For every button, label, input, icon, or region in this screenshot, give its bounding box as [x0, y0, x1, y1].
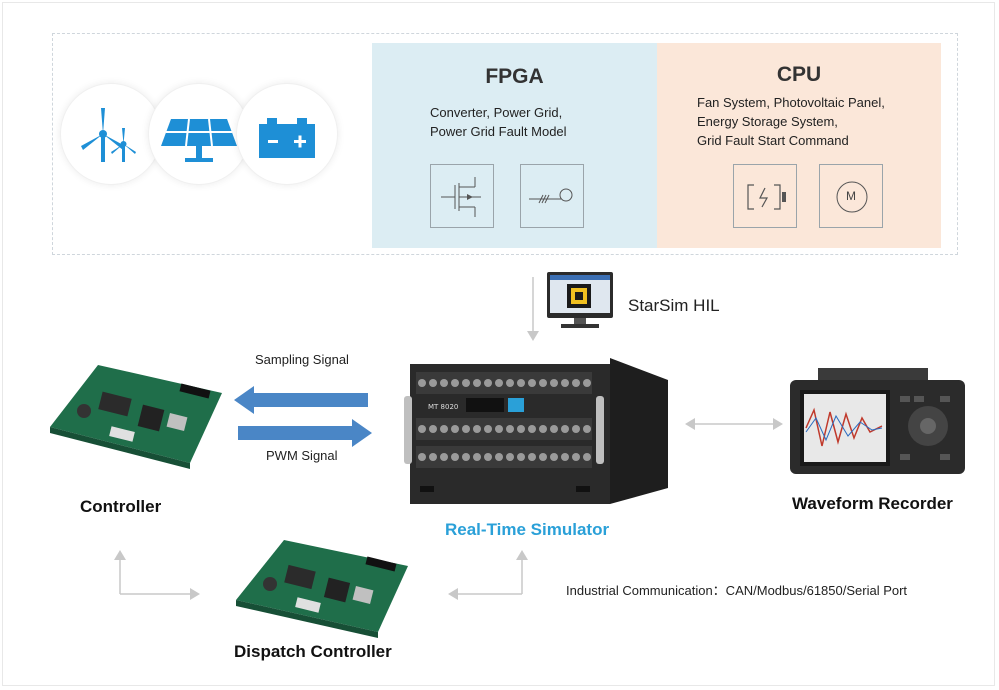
fpga-title: FPGA: [485, 65, 544, 88]
bnc-connector: [550, 379, 558, 387]
bnc-connector: [550, 425, 558, 433]
bnc-connector: [539, 379, 547, 387]
computer-icon: [547, 272, 613, 328]
sampling-signal-arrow: [234, 386, 368, 414]
bnc-connector: [528, 425, 536, 433]
motor-symbol: M: [819, 164, 883, 228]
bnc-connector: [495, 379, 503, 387]
bnc-connector: [506, 425, 514, 433]
solar-circle: [148, 83, 250, 185]
recorder-link-arrow: [685, 418, 783, 430]
bnc-connector: [539, 425, 547, 433]
bnc-connector: [418, 379, 426, 387]
battery-icon: [259, 118, 315, 158]
bnc-connector: [462, 453, 470, 461]
bnc-connector: [451, 379, 459, 387]
solar-panel-icon: [161, 118, 237, 162]
bnc-connector: [550, 453, 558, 461]
motor-letter: M: [846, 189, 856, 203]
fpga-description: Converter, Power Grid, Power Grid Fault …: [430, 103, 567, 141]
bnc-connector: [451, 453, 459, 461]
waveform-recorder-image: [790, 368, 965, 474]
battery-symbol: [733, 164, 797, 228]
bnc-connector: [473, 379, 481, 387]
cpu-description: Fan System, Photovoltaic Panel, Energy S…: [697, 93, 885, 150]
communication-label: Industrial Communication：CAN/Modbus/6185…: [566, 583, 908, 598]
bnc-connector: [451, 425, 459, 433]
bnc-connector: [484, 425, 492, 433]
bnc-connector: [429, 379, 437, 387]
bnc-connector: [506, 453, 514, 461]
fpga-panel: FPGA Converter, Power Grid, Power Grid F…: [372, 43, 657, 248]
bnc-connector: [528, 453, 536, 461]
starsim-label: StarSim HIL: [628, 296, 720, 315]
bnc-connector: [473, 425, 481, 433]
bnc-connector: [440, 453, 448, 461]
bnc-connector: [583, 453, 591, 461]
cpu-line-3: Grid Fault Start Command: [697, 133, 849, 148]
fpga-line-1: Converter, Power Grid,: [430, 105, 563, 120]
cpu-line-2: Energy Storage System,: [697, 114, 838, 129]
bnc-connector: [572, 425, 580, 433]
bnc-connector: [495, 453, 503, 461]
grid-line-symbol: [520, 164, 584, 228]
bnc-connector: [495, 425, 503, 433]
bnc-connector: [418, 453, 426, 461]
bnc-connector: [484, 453, 492, 461]
bnc-connector: [561, 379, 569, 387]
recorder-label: Waveform Recorder: [792, 494, 953, 513]
bnc-connector: [506, 379, 514, 387]
simulator-label: Real-Time Simulator: [445, 520, 610, 539]
simulator-badge: MT 8020: [428, 403, 458, 411]
starsim-down-arrow: [527, 277, 539, 341]
simulator-image: MT 8020: [404, 358, 668, 504]
cpu-panel: CPU Fan System, Photovoltaic Panel, Ener…: [657, 43, 941, 248]
bnc-connector: [583, 425, 591, 433]
bnc-connector: [539, 453, 547, 461]
cpu-line-1: Fan System, Photovoltaic Panel,: [697, 95, 885, 110]
controller-label: Controller: [80, 497, 162, 516]
transistor-symbol: [430, 164, 494, 228]
bnc-connector: [473, 453, 481, 461]
bnc-connector: [583, 379, 591, 387]
bnc-connector: [561, 453, 569, 461]
dispatch-simulator-arrow: [448, 550, 528, 600]
fpga-line-2: Power Grid Fault Model: [430, 124, 567, 139]
bnc-connector: [462, 379, 470, 387]
bnc-connector: [572, 453, 580, 461]
cpu-title: CPU: [776, 63, 822, 86]
dispatch-controller-board-image: [236, 540, 408, 638]
bnc-connector: [418, 425, 426, 433]
pwm-signal-label: PWM Signal: [266, 448, 338, 463]
bnc-connector: [484, 379, 492, 387]
bnc-connector: [429, 425, 437, 433]
bnc-connector: [517, 425, 525, 433]
bnc-connector: [440, 379, 448, 387]
bnc-connector: [561, 425, 569, 433]
controller-dispatch-arrow: [114, 550, 200, 600]
bnc-connector: [462, 425, 470, 433]
dispatch-controller-label: Dispatch Controller: [234, 642, 392, 661]
controller-board-image: [50, 365, 222, 469]
wind-turbine-icon: [81, 108, 136, 162]
models-box: [52, 33, 958, 255]
bnc-connector: [572, 379, 580, 387]
bnc-connector: [517, 453, 525, 461]
bnc-connector: [528, 379, 536, 387]
wind-circle: [60, 83, 162, 185]
bnc-connector: [429, 453, 437, 461]
sampling-signal-label: Sampling Signal: [255, 352, 349, 367]
bnc-connector: [517, 379, 525, 387]
pwm-signal-arrow: [238, 419, 372, 447]
battery-circle: [236, 83, 338, 185]
bnc-connector: [440, 425, 448, 433]
